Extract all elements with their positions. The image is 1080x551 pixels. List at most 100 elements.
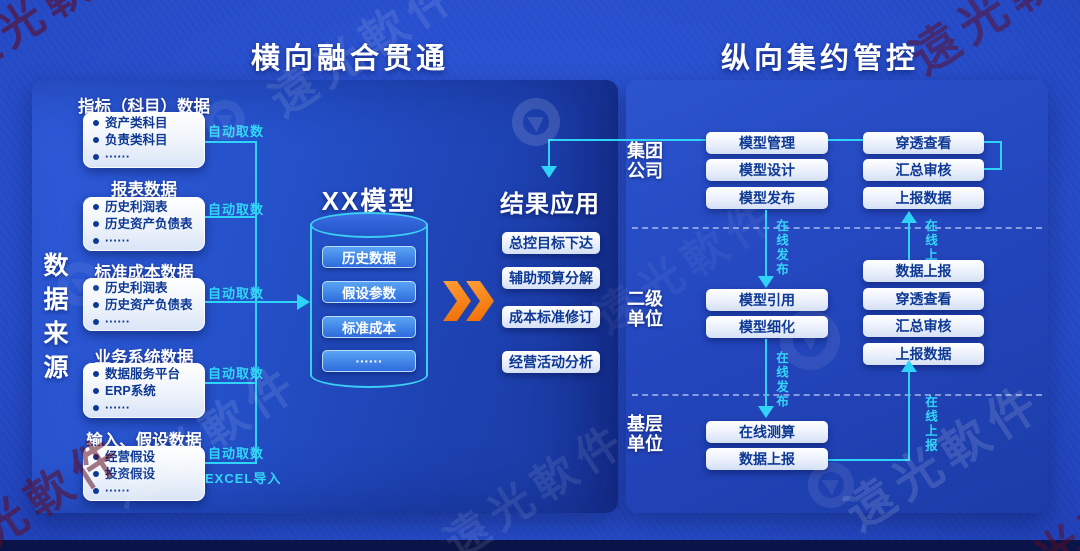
vertical-control-panel [626, 80, 1048, 513]
excel-import-tag: EXCEL导入 [205, 471, 282, 486]
result-item: 经营活动分析 [502, 351, 600, 373]
right-section-title: 纵向集约管控 [720, 43, 919, 75]
connector-line [205, 216, 255, 218]
connector-line [984, 168, 1002, 170]
watermark-text: 遠光軟件 [0, 0, 148, 85]
model-item: 历史数据 [322, 246, 416, 268]
bullet-icon [93, 318, 99, 325]
bullet-icon [93, 120, 99, 126]
connector-line [908, 372, 910, 460]
bullet-icon [93, 204, 99, 210]
arrow-down-icon [541, 166, 557, 178]
list-item: ······ [93, 233, 199, 249]
list-item: 经营假设 [93, 449, 199, 465]
model-cylinder-lid [310, 212, 428, 238]
auto-fetch-tag: 自动取数 [208, 446, 265, 461]
bullet-icon [93, 238, 99, 244]
list-item: 历史利润表 [93, 199, 199, 215]
connector-line [205, 382, 255, 384]
connector-line [548, 140, 550, 166]
data-sources-side-label: 数据来源 [40, 252, 68, 388]
bullet-icon [93, 284, 99, 291]
org-task-box: 汇总审核 [863, 159, 984, 181]
org-task-box: 模型管理 [706, 132, 828, 154]
org-task-box: 穿透查看 [863, 132, 984, 154]
org-task-box: 数据上报 [863, 260, 984, 282]
list-item: ······ [93, 149, 199, 165]
list-item: 历史资产负债表 [93, 216, 199, 232]
connector-line [908, 223, 910, 261]
arrow-up-icon [901, 360, 917, 372]
connector-line [828, 139, 863, 141]
connector-line [205, 462, 255, 464]
org-task-box: 上报数据 [863, 187, 984, 209]
connector-line [828, 459, 910, 461]
org-level-group: 集团公司 [627, 141, 663, 181]
list-item: ······ [93, 314, 199, 330]
auto-fetch-tag: 自动取数 [208, 366, 265, 381]
bullet-icon [93, 301, 99, 308]
bullet-icon [93, 487, 99, 494]
arrow-right-icon [297, 294, 310, 310]
model-item: 假设参数 [322, 281, 416, 303]
bullet-icon [93, 137, 99, 143]
org-task-box: 穿透查看 [863, 288, 984, 310]
bullet-icon [93, 370, 99, 377]
result-item: 总控目标下达 [502, 232, 600, 254]
org-level-base: 基层单位 [627, 414, 663, 454]
org-level-secondary: 二级单位 [627, 289, 663, 329]
bullet-icon [93, 453, 99, 460]
section-divider [632, 394, 1042, 396]
bullet-icon [93, 404, 99, 411]
list-item: ······ [93, 400, 199, 416]
auto-fetch-tag: 自动取数 [208, 124, 265, 139]
source-group-box: 经营假设 投资假设 ······ [83, 446, 205, 501]
model-title: XX模型 [321, 186, 417, 216]
list-item: ······ [93, 483, 199, 499]
source-group-title: 业务系统数据 [94, 349, 194, 367]
connector-line [765, 339, 767, 406]
list-item: 历史资产负债表 [93, 297, 199, 313]
results-title: 结果应用 [500, 191, 600, 218]
connector-line [984, 141, 1002, 143]
arrow-down-icon [758, 406, 774, 418]
result-item: 辅助预算分解 [502, 267, 600, 289]
online-publish-label: 在线发布 [774, 351, 788, 409]
bullet-icon [93, 387, 99, 394]
section-divider [632, 227, 1042, 229]
connector-line [205, 301, 257, 303]
org-task-box: 在线测算 [706, 421, 828, 443]
list-item: 历史利润表 [93, 280, 199, 296]
org-task-box: 模型设计 [706, 159, 828, 181]
source-group-box: 数据服务平台 ERP系统 ······ [83, 363, 205, 418]
bullet-icon [93, 221, 99, 227]
connector-line [1000, 141, 1002, 170]
bullet-icon [93, 154, 99, 160]
source-group-title: 指标（科目）数据 [78, 98, 210, 116]
source-group-title: 报表数据 [111, 181, 177, 199]
source-group-title: 输入、假设数据 [86, 432, 202, 450]
source-group-box: 历史利润表 历史资产负债表 ······ [83, 278, 205, 331]
list-item: 投资假设 [93, 466, 199, 482]
connector-line [255, 301, 297, 303]
org-task-box: 模型发布 [706, 187, 828, 209]
list-item: ERP系统 [93, 383, 199, 399]
connector-line [765, 210, 767, 276]
org-task-box: 汇总审核 [863, 315, 984, 337]
bullet-icon [93, 470, 99, 477]
auto-fetch-tag: 自动取数 [208, 202, 265, 217]
arrow-down-icon [758, 276, 774, 288]
source-group-title: 标准成本数据 [94, 264, 194, 282]
org-task-box: 数据上报 [706, 448, 828, 470]
connector-line [548, 139, 706, 141]
list-item: 数据服务平台 [93, 366, 199, 382]
source-group-box: 资产类科目 负责类科目 ······ [83, 112, 205, 168]
online-publish-label: 在线发布 [774, 219, 788, 277]
model-item: 标准成本 [322, 316, 416, 338]
model-item: ······ [322, 350, 416, 372]
list-item: 资产类科目 [93, 115, 199, 131]
auto-fetch-tag: 自动取数 [208, 286, 265, 301]
result-item: 成本标准修订 [502, 306, 600, 328]
source-group-box: 历史利润表 历史资产负债表 ······ [83, 197, 205, 251]
